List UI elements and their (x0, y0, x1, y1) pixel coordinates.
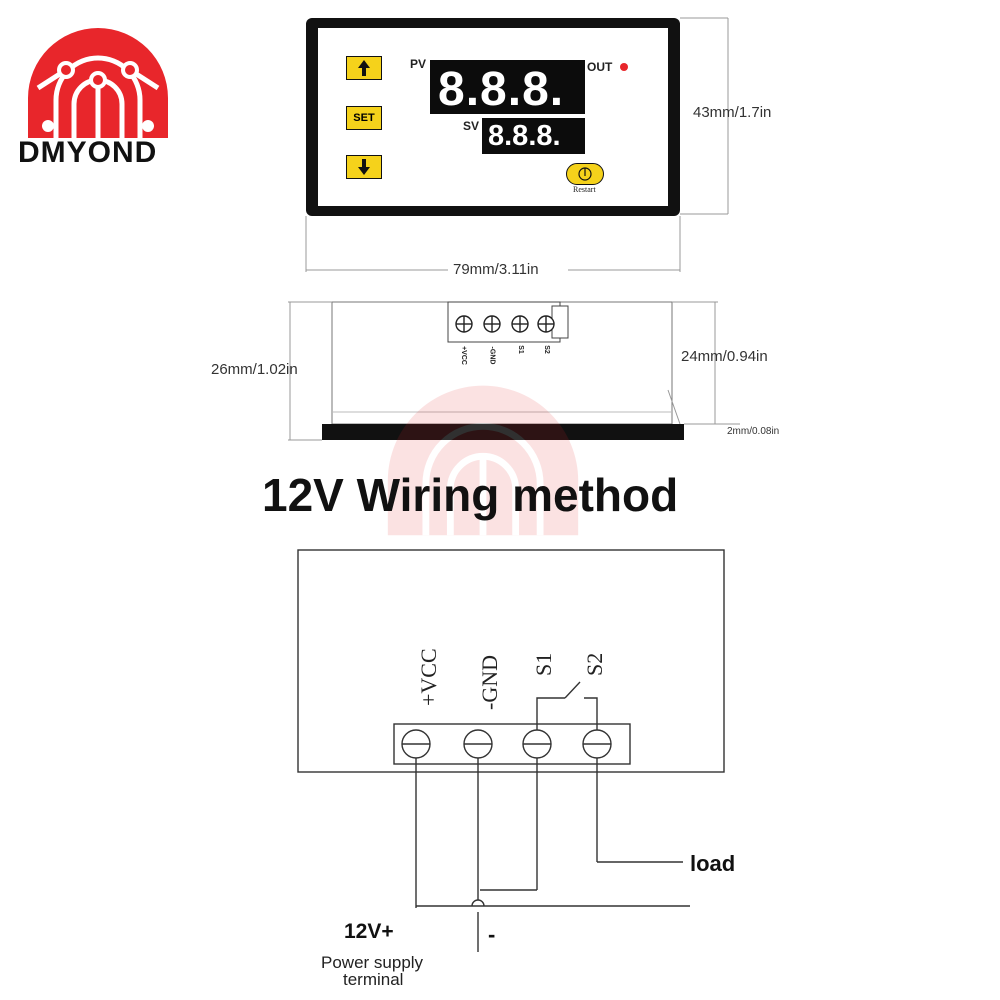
out-led-indicator (620, 63, 628, 71)
down-arrow-icon (358, 159, 370, 175)
wiring-terminal-label-vcc: +VCC (416, 648, 441, 706)
wiring-terminal-screws (401, 729, 612, 759)
brand-logo: DMYOND (18, 18, 178, 169)
bezel-thickness-label: 2mm/0.08in (727, 426, 780, 437)
side-terminal-screws (455, 315, 555, 333)
out-label: OUT (587, 60, 613, 74)
wiring-terminal-label-s2: S2 (582, 652, 607, 676)
pv-display-value: 8.8.8. (438, 63, 565, 116)
down-button[interactable] (346, 155, 382, 179)
height-dimension-label: 43mm/1.7in (693, 104, 772, 121)
up-arrow-icon (358, 60, 370, 76)
depth-total-label: 26mm/1.02in (211, 361, 298, 378)
restart-label: Restart (573, 185, 596, 194)
pv-display: 8.8.8. (430, 60, 585, 116)
circuit-arch-icon (28, 28, 168, 138)
power-supply-label-line2: terminal (343, 970, 404, 989)
body-depth-label: 24mm/0.94in (681, 348, 768, 365)
brand-name: DMYOND (18, 136, 158, 169)
wiring-title: 12V Wiring method (262, 469, 679, 521)
sv-display: 8.8.8. (482, 118, 585, 154)
width-dimension-label: 79mm/3.11in (453, 261, 539, 278)
relay-switch (536, 681, 598, 730)
restart-button[interactable] (566, 163, 604, 185)
power-supply-label-line1: Power supply (321, 953, 424, 972)
watermark-logo-icon (387, 385, 579, 536)
front-panel (306, 18, 680, 216)
pv-label: PV (410, 57, 427, 71)
side-view (288, 301, 740, 441)
set-button-label: SET (353, 112, 375, 124)
front-dimension-lines (305, 17, 729, 272)
load-label: load (690, 851, 736, 876)
wiring-terminal-label-s1: S1 (531, 652, 556, 676)
negative-supply-label: - (488, 922, 496, 947)
set-button[interactable]: SET (346, 106, 382, 130)
wiring-terminal-label-gnd: -GND (477, 655, 502, 710)
positive-supply-label: 12V+ (344, 920, 394, 943)
sv-label: SV (463, 119, 480, 133)
external-wires (415, 758, 690, 952)
sv-display-value: 8.8.8. (488, 120, 561, 152)
up-button[interactable] (346, 56, 382, 80)
power-icon (578, 167, 592, 181)
